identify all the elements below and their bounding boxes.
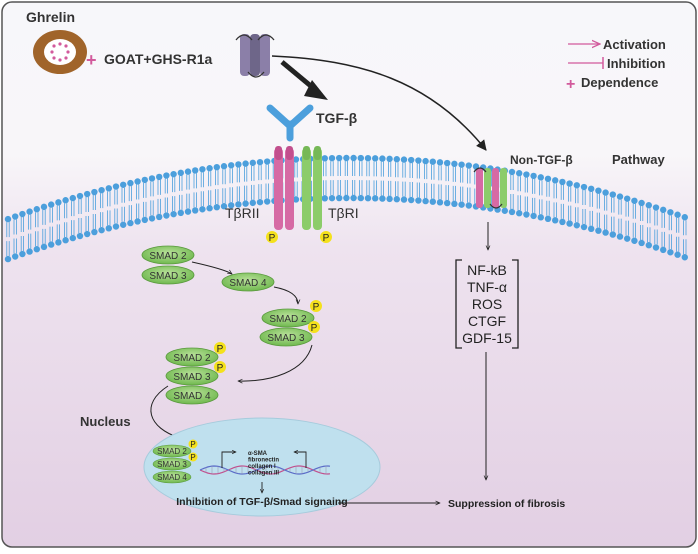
outcome-label: Suppression of fibrosis [448, 498, 565, 510]
svg-text:P: P [323, 233, 330, 244]
phospho-badge: P [266, 231, 278, 244]
tbr2-receptor-icon [274, 146, 294, 230]
mediator-item: ROS [472, 296, 502, 312]
target-gene: fibronectin [248, 458, 279, 464]
plus-sign: + [86, 50, 97, 70]
svg-text:SMAD 2: SMAD 2 [149, 251, 187, 262]
bracket-right [512, 259, 519, 349]
non-tgf-receptor-icon [473, 167, 507, 209]
svg-text:P: P [190, 453, 195, 462]
non-tgf-label: Non-TGF-β [510, 153, 573, 167]
pathway-arrow [271, 55, 487, 151]
binding-arrow [191, 261, 232, 274]
svg-text:SMAD 4: SMAD 4 [157, 473, 187, 482]
target-gene: collagen III [248, 471, 279, 477]
svg-text:SMAD 4: SMAD 4 [173, 391, 211, 402]
goat-label: GOAT+GHS-R1a [104, 51, 212, 67]
svg-text:SMAD 3: SMAD 3 [267, 333, 305, 344]
translocation-arrow [150, 385, 180, 438]
svg-text:SMAD 2: SMAD 2 [269, 314, 307, 325]
mediator-item: TNF-α [467, 279, 507, 295]
pathway-label: Pathway [612, 152, 666, 167]
tbr2-label: TβRII [225, 205, 260, 221]
svg-text:P: P [311, 323, 318, 334]
nucleus-label: Nucleus [80, 414, 131, 429]
svg-text:SMAD 2: SMAD 2 [157, 447, 187, 456]
svg-text:P: P [217, 344, 224, 355]
svg-text:P: P [217, 363, 224, 374]
ghrelin-icon [33, 30, 87, 74]
svg-text:SMAD 3: SMAD 3 [157, 460, 187, 469]
svg-text:SMAD 2: SMAD 2 [173, 353, 211, 364]
legend-dependence: Dependence [581, 75, 658, 90]
phospho-arrow [273, 286, 298, 304]
smad4-protein: SMAD 4 [221, 272, 275, 292]
svg-text:P: P [313, 302, 320, 313]
inhibition-label: Inhibition of TGF-β/Smad signaing [176, 496, 347, 508]
svg-text:SMAD 3: SMAD 3 [173, 372, 211, 383]
svg-text:P: P [269, 233, 276, 244]
arrow-head [304, 80, 328, 100]
nucleus [143, 417, 381, 517]
legend-plus: + [566, 76, 575, 93]
tbr1-receptor-icon [302, 146, 322, 230]
legend-inhibition: Inhibition [607, 56, 666, 71]
ghrelin-label: Ghrelin [26, 9, 75, 25]
tbr1-label: TβRI [328, 205, 359, 221]
svg-text:SMAD 4: SMAD 4 [229, 278, 267, 289]
tgf-beta-label: TGF-β [316, 110, 358, 126]
tgf-beta-ligand-icon [266, 104, 314, 142]
mediator-item: CTGF [468, 313, 506, 329]
svg-text:SMAD 3: SMAD 3 [149, 271, 187, 282]
complex-arrow [238, 344, 313, 381]
legend-activation: Activation [603, 37, 666, 52]
target-gene: α-SMA [248, 451, 268, 457]
smad-complex: SMAD 2 SMAD 3 [141, 245, 195, 285]
target-gene: collagen I [248, 464, 276, 470]
mediator-item: GDF-15 [462, 330, 512, 346]
mediator-item: NF-kB [467, 262, 507, 278]
nuclear-smad-complex: SMAD 2 SMAD 3 SMAD 4 P P [152, 439, 198, 484]
svg-text:P: P [190, 440, 195, 449]
smad-trimer: SMAD 2 SMAD 3 SMAD 4 P P [165, 342, 226, 405]
phospho-smad-complex: SMAD 2 SMAD 3 P P [259, 300, 322, 347]
phospho-badge: P [320, 231, 332, 244]
transcription-arrow [294, 452, 307, 468]
transcription-arrow [221, 452, 236, 468]
ghsr-receptor-icon [235, 34, 275, 78]
bracket-left [455, 259, 462, 349]
